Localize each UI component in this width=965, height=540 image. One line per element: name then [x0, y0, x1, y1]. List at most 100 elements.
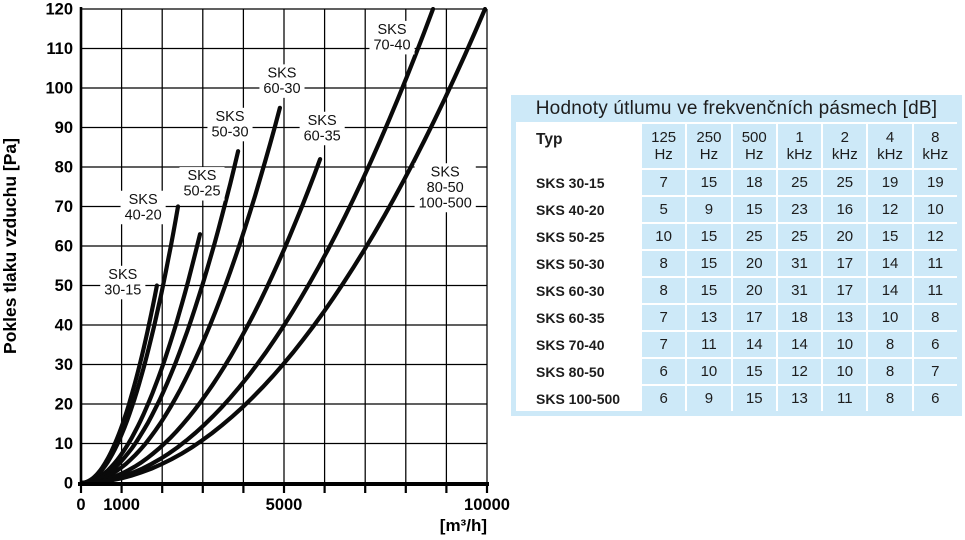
curve-label-bg: [120, 190, 166, 225]
frequency-header-line: 1: [795, 129, 804, 146]
curve-sks-70-40: [80, 7, 436, 485]
value-cell: 7: [642, 170, 686, 195]
value-cell: 13: [777, 386, 822, 411]
type-cell: SKS 60-35: [516, 305, 640, 330]
curve-label-bg: [414, 163, 476, 213]
value-cell: 8: [868, 359, 912, 384]
curve-label-bg: [259, 64, 305, 98]
value-cell: 20: [732, 251, 776, 276]
value-cell: 15: [687, 251, 731, 276]
value-cell: 8: [642, 251, 686, 276]
curve-label-bg: [207, 107, 253, 142]
chart-axes: [78, 7, 489, 493]
frequency-header-line: 2: [840, 129, 849, 146]
frequency-header-line: kHz: [922, 146, 949, 163]
value-cell: 7: [642, 305, 686, 330]
frequency-header-line: 500: [741, 129, 767, 146]
value-cell: 31: [777, 251, 822, 276]
value-cell: 9: [687, 197, 731, 222]
value-cell: 14: [732, 332, 776, 357]
value-cell: 15: [687, 170, 731, 195]
curve-sks-50-30: [80, 149, 241, 485]
value-cell: 10: [687, 359, 731, 384]
curve-sks-30-15: [80, 283, 159, 485]
value-cell: 25: [777, 170, 822, 195]
x-tick-label: 5000: [266, 496, 303, 514]
value-cell: 12: [913, 224, 957, 249]
frequency-header-line: kHz: [786, 146, 813, 163]
y-tick-label: 30: [55, 356, 73, 374]
value-cell: 13: [687, 305, 731, 330]
curve-label-bg: [179, 167, 225, 201]
type-cell: SKS 50-30: [516, 251, 640, 276]
value-cell: 15: [687, 278, 731, 303]
type-cell: SKS 80-50: [516, 359, 640, 384]
value-cell: 25: [732, 224, 776, 249]
value-cell: 6: [642, 359, 686, 384]
value-cell: 15: [732, 197, 776, 222]
value-cell: 10: [913, 197, 957, 222]
value-cell: 8: [642, 278, 686, 303]
x-tick-label: 10000: [464, 496, 510, 514]
type-cell: SKS 50-25: [516, 224, 640, 249]
value-cell: 11: [823, 386, 867, 411]
value-cell: 11: [687, 332, 731, 357]
value-cell: 11: [913, 278, 957, 303]
value-cell: 11: [913, 251, 957, 276]
value-cell: 15: [732, 386, 776, 411]
curve-sks-80-50-sks-100-500: [80, 7, 488, 485]
x-axis-unit-label: [m³/h]: [440, 516, 487, 535]
y-tick-label: 100: [45, 80, 73, 98]
y-tick-label: 70: [55, 198, 73, 216]
value-cell: 15: [868, 224, 912, 249]
frequency-header-line: kHz: [877, 146, 903, 163]
value-cell: 6: [913, 332, 957, 357]
value-cell: 15: [687, 224, 731, 249]
type-cell: SKS 60-30: [516, 278, 640, 303]
chart-curves: [80, 7, 488, 485]
value-cell: 5: [642, 197, 686, 222]
y-tick-label: 80: [55, 159, 73, 177]
frequency-header-line: 8: [931, 129, 940, 146]
value-cell: 23: [777, 197, 822, 222]
value-cell: 8: [868, 386, 912, 411]
value-cell: 17: [823, 251, 867, 276]
value-cell: 19: [868, 170, 912, 195]
frequency-header-line: Hz: [699, 146, 719, 163]
value-cell: 6: [642, 386, 686, 411]
column-header-typ: Typ: [516, 124, 640, 168]
value-cell: 14: [777, 332, 822, 357]
value-cell: 12: [777, 359, 822, 384]
value-cell: 10: [642, 224, 686, 249]
frequency-header-line: kHz: [831, 146, 858, 163]
value-cell: 8: [913, 305, 957, 330]
attenuation-table: Hodnoty útlumu ve frekvenčních pásmech […: [511, 95, 962, 416]
value-cell: 31: [777, 278, 822, 303]
value-cell: 25: [777, 224, 822, 249]
value-cell: 14: [868, 251, 912, 276]
y-tick-label: 110: [46, 40, 73, 58]
value-cell: 17: [732, 305, 776, 330]
frequency-header-line: 125: [651, 129, 677, 146]
x-tick-label: 0: [76, 496, 85, 514]
y-tick-label: 0: [64, 475, 73, 493]
value-cell: 9: [687, 386, 731, 411]
value-cell: 7: [642, 332, 686, 357]
y-tick-label: 90: [55, 119, 73, 137]
